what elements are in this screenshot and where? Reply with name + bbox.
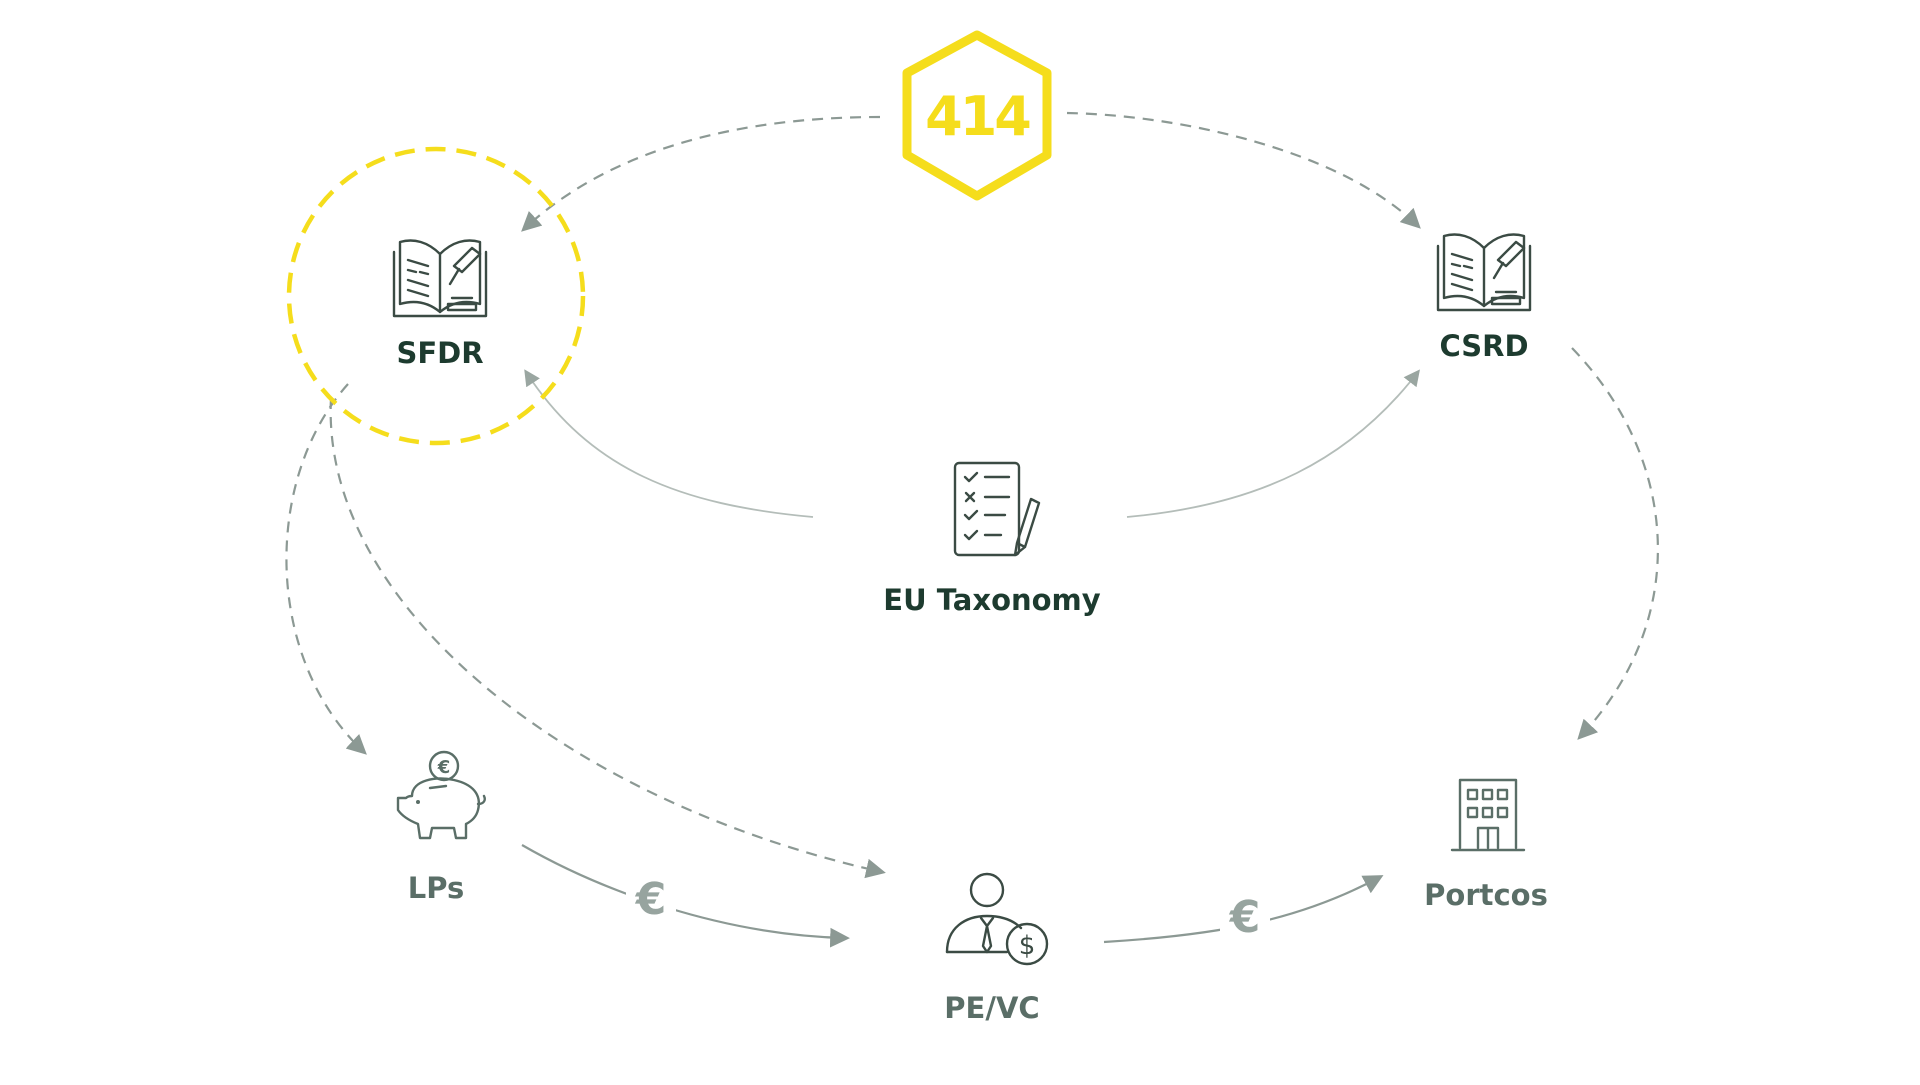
arrow-sfdr-to-pevc: [329, 397, 886, 879]
law-book-gavel-icon: [1436, 233, 1532, 312]
eu-taxonomy-label: EU Taxonomy: [883, 583, 1100, 617]
pe-vc-label: PE/VC: [944, 991, 1039, 1025]
euro-symbol-portcos-flow: €: [1229, 892, 1261, 943]
node-csrd[interactable]: CSRD: [1436, 233, 1532, 364]
lps-label: LPs: [408, 871, 465, 905]
arrow-taxonomy-to-csrd: [1126, 369, 1420, 518]
portcos-label: Portcos: [1424, 878, 1548, 912]
investor-dollar-icon: $: [945, 872, 1049, 966]
arrow-sfdr-to-lps: [285, 383, 367, 755]
euro-symbol-lps-flow: €: [635, 874, 667, 925]
svg-text:$: $: [1019, 931, 1036, 961]
arrow-lps-to-pevc: [521, 844, 850, 948]
hexagon-logo-icon: [902, 30, 1052, 201]
arrow-logo-to-sfdr: [521, 115, 881, 232]
euro-backing-1: [626, 872, 676, 928]
sfdr-highlight-ring: [286, 146, 586, 446]
arrow-taxonomy-to-sfdr: [524, 369, 814, 518]
arrow-logo-to-csrd: [1066, 111, 1421, 229]
law-book-gavel-icon: [392, 239, 488, 318]
office-building-icon: [1450, 778, 1526, 852]
node-lps[interactable]: € LPs: [396, 750, 486, 905]
logo-414[interactable]: 414: [902, 30, 1052, 201]
sfdr-label: SFDR: [396, 336, 483, 370]
euro-backing-2: [1220, 890, 1270, 946]
svg-text:€: €: [437, 757, 451, 778]
node-portcos[interactable]: Portcos: [1424, 778, 1548, 912]
node-sfdr[interactable]: SFDR: [286, 146, 586, 446]
piggy-bank-euro-icon: €: [396, 750, 486, 840]
csrd-label: CSRD: [1439, 329, 1528, 363]
node-eu-taxonomy[interactable]: EU Taxonomy: [883, 461, 1101, 617]
logo-text: 414: [925, 85, 1030, 148]
checklist-icon: [953, 461, 1041, 557]
arrow-csrd-to-portcos: [1571, 347, 1659, 740]
node-pe-vc[interactable]: $ PE/VC: [944, 872, 1049, 1025]
